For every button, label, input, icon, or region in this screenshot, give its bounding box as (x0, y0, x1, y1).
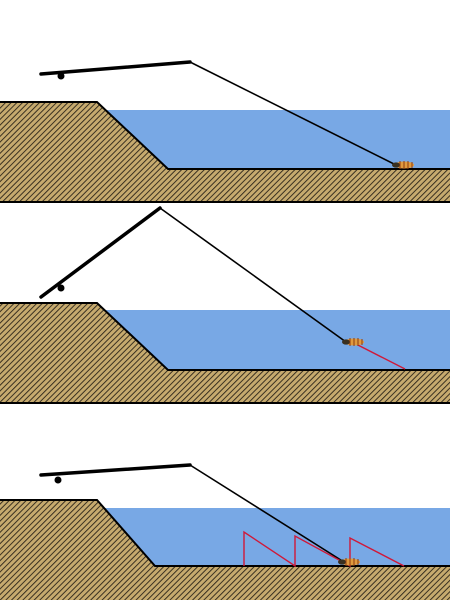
panel-2-rod-up (0, 206, 450, 404)
fishing-line (189, 61, 399, 167)
fishing-rod (39, 463, 192, 477)
fishing-line (159, 207, 347, 343)
reel (57, 284, 65, 292)
reel (57, 72, 65, 80)
lure-path (351, 341, 406, 370)
lure-sawtooth-path (243, 530, 405, 568)
ground-bank (0, 500, 450, 600)
ground-outline (0, 302, 450, 371)
fishing-line (189, 464, 345, 563)
ground-outline (0, 101, 450, 170)
reel (54, 476, 62, 484)
lure-icon (342, 338, 364, 346)
fishing-rod (39, 206, 162, 299)
water (100, 508, 450, 568)
panel-1-rod-down (0, 60, 450, 203)
ground-outline (0, 499, 450, 567)
panel-3-repeat (0, 463, 450, 600)
lure-icon (338, 558, 360, 566)
ground-bank (0, 102, 450, 203)
fishing-rod (39, 60, 192, 76)
lure-icon (392, 161, 414, 169)
ground-bank (0, 303, 450, 404)
